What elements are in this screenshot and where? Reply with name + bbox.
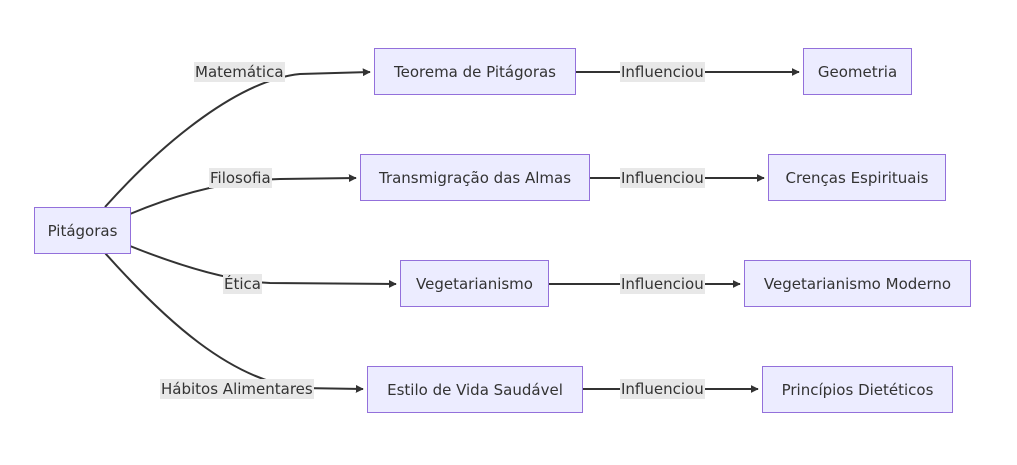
node-estilo-de-vida-saudavel[interactable]: Estilo de Vida Saudável — [367, 366, 583, 413]
edge-label-filosofia: Filosofia — [209, 168, 272, 188]
node-transmigracao-das-almas[interactable]: Transmigração das Almas — [360, 154, 590, 201]
edge-label-influenciou: Influenciou — [620, 379, 705, 399]
node-geometria[interactable]: Geometria — [803, 48, 912, 95]
edge-label-influenciou: Influenciou — [620, 274, 705, 294]
node-crencas-espirituais[interactable]: Crenças Espirituais — [768, 154, 946, 201]
edge-matematica — [104, 68, 371, 208]
node-pitagoras[interactable]: Pitágoras — [34, 207, 131, 254]
edge-label-matematica: Matemática — [194, 62, 285, 82]
edge-label-etica: Ética — [223, 274, 262, 294]
edge-label-influenciou: Influenciou — [620, 62, 705, 82]
node-vegetarianismo-moderno[interactable]: Vegetarianismo Moderno — [744, 260, 971, 307]
node-teorema-de-pitagoras[interactable]: Teorema de Pitágoras — [374, 48, 576, 95]
edge-label-habitos: Hábitos Alimentares — [160, 379, 314, 399]
node-principios-dieteticos[interactable]: Princípios Dietéticos — [762, 366, 953, 413]
edge-etica — [129, 245, 397, 288]
node-vegetarianismo[interactable]: Vegetarianismo — [400, 260, 549, 307]
edge-label-influenciou: Influenciou — [620, 168, 705, 188]
